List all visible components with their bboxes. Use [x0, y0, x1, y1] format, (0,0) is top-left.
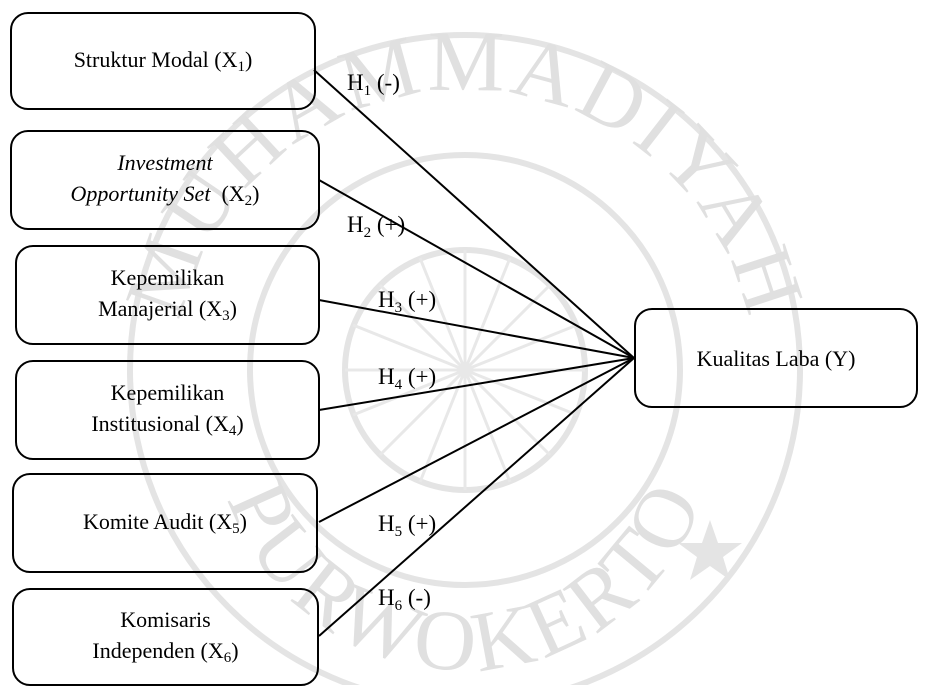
hypothesis-label-h1: H1 (-) — [347, 70, 400, 99]
variable-box-x4: Kepemilikan Institusional (X4) — [15, 360, 320, 460]
variable-x2-line1: Investment — [117, 150, 213, 175]
dependent-variable-name: Kualitas Laba — [696, 345, 820, 371]
variable-x6-line1: Komisaris — [120, 607, 211, 632]
connector-h2 — [318, 179, 635, 359]
hypothesis-label-h4: H4 (+) — [378, 364, 437, 393]
variable-box-x5: Komite Audit (X5) — [12, 473, 318, 573]
connector-h4 — [318, 357, 635, 411]
variable-box-x1: Struktur Modal (X1) — [10, 12, 316, 110]
connector-h6 — [318, 357, 635, 637]
dependent-variable-code: (Y) — [824, 345, 856, 371]
variable-x3-line2: Manajerial — [98, 296, 194, 321]
variable-box-x3: Kepemilikan Manajerial (X3) — [15, 245, 320, 345]
variable-x6-line2: Independen — [92, 638, 196, 663]
connector-h5 — [318, 357, 635, 523]
variable-box-x2: Investment Opportunity Set (X2) — [10, 130, 320, 230]
variable-x2-line2: Opportunity Set — [70, 181, 211, 206]
hypothesis-label-h6: H6 (-) — [378, 585, 431, 614]
dependent-variable-box: Kualitas Laba (Y) — [634, 308, 918, 408]
variable-x3-line1: Kepemilikan — [110, 265, 225, 290]
connector-h1 — [313, 69, 635, 359]
variable-x1-name: Struktur Modal — [73, 46, 209, 72]
hypothesis-label-h3: H3 (+) — [378, 287, 437, 316]
connector-h3 — [318, 299, 635, 359]
variable-x4-line1: Kepemilikan — [110, 380, 225, 405]
variable-box-x6: Komisaris Independen (X6) — [12, 588, 319, 686]
hypothesis-label-h2: H2 (+) — [347, 212, 406, 241]
variable-x5-name: Komite Audit — [83, 508, 204, 534]
hypothesis-label-h5: H5 (+) — [378, 511, 437, 540]
variable-x4-line2: Institusional — [91, 411, 201, 436]
